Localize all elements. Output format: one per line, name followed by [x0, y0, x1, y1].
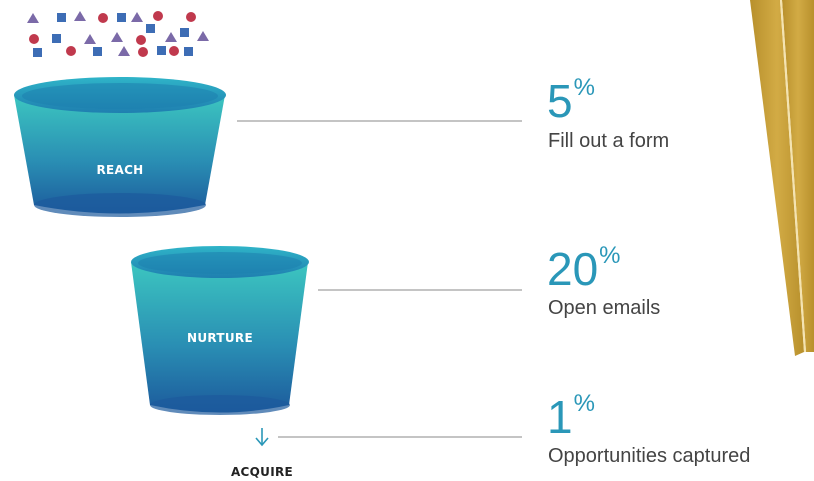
particle-square [157, 46, 166, 55]
particle-circle [169, 46, 179, 56]
particle-square [57, 13, 66, 22]
particle-circle [66, 46, 76, 56]
stat-reach-unit: % [573, 74, 595, 101]
particle-triangle [111, 32, 123, 42]
particle-square [33, 48, 42, 57]
stat-nurture-description: Open emails [548, 297, 661, 319]
bucket-reach: REACH [14, 77, 226, 217]
stat-acquire-description: Opportunities captured [548, 445, 751, 467]
particle-square [52, 34, 61, 43]
stat-acquire-percentage: 1% [547, 391, 595, 443]
stat-reach-percentage: 5% [547, 75, 595, 127]
bucket-nurture: NURTURE [131, 246, 309, 415]
particle-square [184, 47, 193, 56]
particle-square [117, 13, 126, 22]
particle-triangle [84, 34, 96, 44]
stat-acquire-unit: % [573, 390, 595, 417]
stage-label-reach: REACH [96, 163, 143, 177]
arrow-down-icon [255, 428, 269, 447]
stat-nurture-percentage: 20% [547, 243, 621, 295]
particle-triangle [74, 11, 86, 21]
particle-triangle [131, 12, 143, 22]
particle-circle [29, 34, 39, 44]
particle-triangle [165, 32, 177, 42]
stat-nurture-unit: % [599, 242, 621, 269]
gold-ribbon-decoration [750, 0, 814, 356]
stat-nurture-value: 20 [547, 243, 599, 295]
stat-acquire-value: 1 [547, 391, 573, 443]
particle-square [146, 24, 155, 33]
stat-reach-description: Fill out a form [548, 130, 670, 152]
particle-triangle [197, 31, 209, 41]
stage-label-acquire: ACQUIRE [231, 465, 293, 479]
particle-circle [138, 47, 148, 57]
stage-label-nurture: NURTURE [187, 331, 253, 345]
particle-square [180, 28, 189, 37]
particle-square [93, 47, 102, 56]
particle-circle [153, 11, 163, 21]
particles [27, 11, 209, 57]
particle-triangle [118, 46, 130, 56]
stat-reach-value: 5 [547, 75, 573, 127]
particle-circle [136, 35, 146, 45]
particle-triangle [27, 13, 39, 23]
particle-circle [186, 12, 196, 22]
particle-circle [98, 13, 108, 23]
